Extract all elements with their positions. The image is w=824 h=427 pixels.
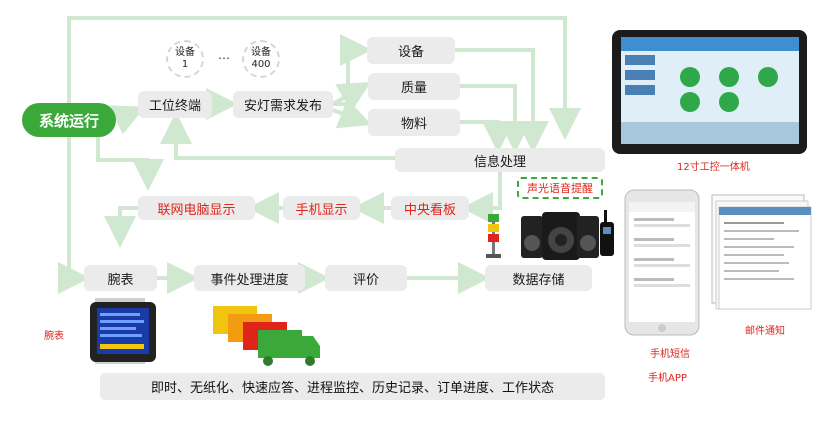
device-1-number: 1 <box>181 59 189 70</box>
sound-light-alert-label: 声光语音提醒 <box>517 177 603 199</box>
speakers-icon <box>521 212 599 260</box>
phone-display-node: 手机显示 <box>283 196 360 220</box>
event-progress-node: 事件处理进度 <box>194 265 305 291</box>
data-storage-node: 数据存储 <box>485 265 592 291</box>
industrial-pc-caption: 12寸工控一体机 <box>677 162 750 173</box>
walkie-talkie-icon <box>600 210 614 256</box>
email-caption: 邮件通知 <box>745 326 785 337</box>
mobile-phone-icon <box>624 189 700 336</box>
network-pc-display-node: 联网电脑显示 <box>138 196 255 220</box>
industrial-pc-icon <box>612 30 807 154</box>
app-caption: 手机APP <box>648 373 687 384</box>
andon-publish-node: 安灯需求发布 <box>233 91 333 118</box>
device-ellipsis: … <box>218 48 230 62</box>
device-1-node: 设备 1 <box>166 40 204 78</box>
material-node: 物料 <box>368 109 460 136</box>
trucks-icon <box>213 306 320 366</box>
quality-node: 质量 <box>368 73 460 100</box>
equipment-node: 设备 <box>367 37 455 64</box>
email-screens-icon <box>711 194 812 310</box>
central-board-node: 中央看板 <box>391 196 469 220</box>
device-400-number: 400 <box>251 59 271 70</box>
wristband-caption: 腕表 <box>44 331 64 342</box>
info-processing-node: 信息处理 <box>395 148 605 172</box>
device-400-node: 设备 400 <box>242 40 280 78</box>
evaluation-node: 评价 <box>325 265 407 291</box>
device-1-label: 设备 <box>175 47 195 58</box>
workstation-node: 工位终端 <box>138 91 212 118</box>
wristband-device-icon <box>90 298 156 364</box>
sms-caption: 手机短信 <box>650 349 690 360</box>
tower-light-icon <box>486 214 501 258</box>
wristband-node: 腕表 <box>84 265 157 291</box>
device-400-label: 设备 <box>251 47 271 58</box>
system-run-node: 系统运行 <box>22 103 116 137</box>
features-bar: 即时、无纸化、快速应答、进程监控、历史记录、订单进度、工作状态 <box>100 373 605 400</box>
